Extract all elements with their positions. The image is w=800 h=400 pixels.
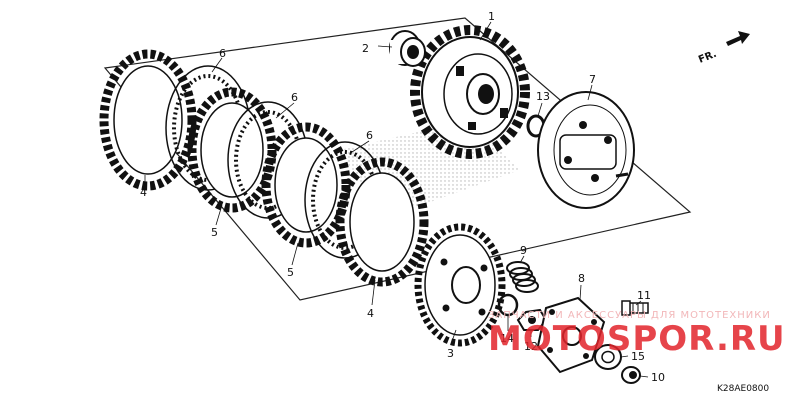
part-lifter-plate (536, 296, 606, 374)
part-friction-disc-left (99, 49, 197, 191)
part-lock-nut (516, 308, 548, 331)
watermark-brand: MOTOSPOR.RU (488, 319, 786, 359)
callout-13: 13 (536, 90, 550, 103)
callout-7: 7 (589, 73, 596, 86)
assembly-outline (103, 17, 692, 301)
callout-1: 1 (488, 10, 495, 23)
part-lifter-piece (621, 366, 641, 384)
callout-5-left: 5 (211, 226, 218, 239)
leader-lines (144, 21, 649, 378)
callout-11: 11 (637, 289, 651, 302)
part-friction-disc-right (335, 157, 429, 287)
callout-6-c: 6 (366, 129, 373, 142)
part-clutch-outer (410, 25, 530, 159)
part-bolt (621, 300, 649, 316)
callout-5-right: 5 (287, 266, 294, 279)
callout-numbers: 1 2 3 4 4 5 5 6 6 6 7 8 9 10 11 12 13 14… (140, 10, 665, 384)
callout-12: 12 (524, 340, 538, 353)
part-pressure-plate (537, 91, 635, 209)
callout-10: 10 (651, 371, 665, 384)
callout-8: 8 (578, 272, 585, 285)
part-collar (389, 30, 426, 67)
diagram-code: K28AE0800 (717, 384, 769, 394)
callout-4-left: 4 (140, 186, 147, 199)
callout-14: 14 (500, 332, 514, 345)
callout-6-a: 6 (219, 47, 226, 60)
callout-9: 9 (520, 244, 527, 257)
callout-4-right: 4 (367, 307, 374, 320)
part-clutch-spring (506, 261, 539, 293)
callout-6-b: 6 (291, 91, 298, 104)
part-friction-disc-a (187, 87, 277, 213)
watermark-subtitle: ЗАПЧАСТИ И АКСЕССУАРЫ ДЛЯ МОТОТЕХНИКИ (488, 310, 771, 321)
watermark: ЗАПЧАСТИ И АКСЕССУАРЫ ДЛЯ МОТОТЕХНИКИ MO… (488, 310, 786, 359)
callout-15: 15 (631, 350, 645, 363)
callout-2: 2 (362, 42, 369, 55)
callout-3: 3 (447, 347, 454, 360)
front-direction-arrow-icon: FR. (697, 31, 750, 66)
part-clutch-center (414, 223, 506, 347)
direction-label: FR. (697, 49, 718, 66)
